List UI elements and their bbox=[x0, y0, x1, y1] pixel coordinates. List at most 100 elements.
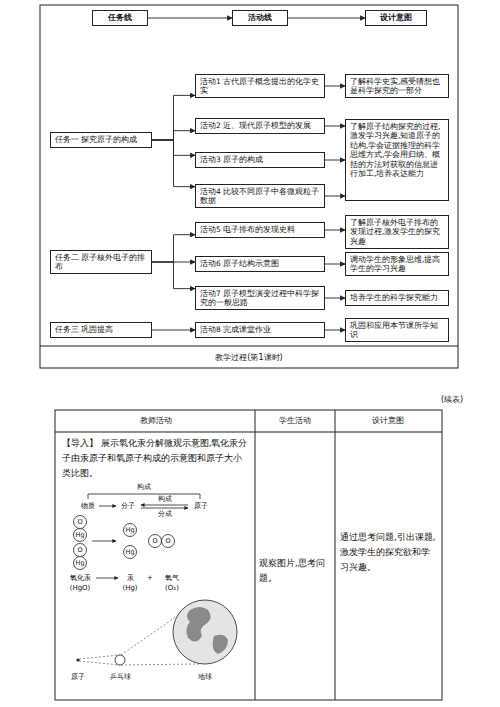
figure-label: 原子 bbox=[71, 673, 85, 682]
note: (续表) bbox=[441, 395, 463, 405]
box-text: 活动线 bbox=[237, 13, 283, 23]
box-text: 活动4 比较不同原子中各微观粒子数据 bbox=[200, 187, 320, 206]
table-cell: 【导入】 展示氧化汞分解微观示意图,氧化汞分子由汞原子和氧原子构成的示意图和原子… bbox=[62, 436, 250, 481]
figure-label: 乒乓球 bbox=[110, 673, 131, 682]
atom-circle bbox=[162, 535, 175, 548]
atom-symbol: O bbox=[77, 518, 82, 526]
connector-arrow bbox=[325, 196, 345, 197]
schema-label: 分成 bbox=[158, 510, 172, 518]
atom-symbol: O bbox=[77, 546, 82, 554]
box-text: 活动1 古代原子概念提出的化学史实 bbox=[200, 77, 320, 96]
arrow bbox=[99, 506, 116, 507]
atom-symbol: Hg bbox=[125, 548, 134, 556]
connector-arrow bbox=[325, 264, 345, 265]
process-box: 调动学生的形象思维,提高学生的学习兴趣 bbox=[345, 252, 449, 277]
column-header: 活动线 bbox=[232, 10, 288, 26]
figure-label: 地球 bbox=[198, 673, 212, 682]
box-text: 任务三 巩固提高 bbox=[55, 325, 147, 334]
table-rule bbox=[255, 410, 256, 700]
atom-circle bbox=[124, 546, 137, 559]
formula-label: (O₂) bbox=[165, 584, 179, 593]
table-header: 教师活动 bbox=[140, 416, 172, 426]
schema-label: 分子 bbox=[121, 502, 135, 511]
ping-pong-ball bbox=[115, 655, 125, 665]
table-cell: 通过思考问题,引出课题,激发学生的探究欲和学习兴趣。 bbox=[340, 530, 438, 575]
connector-arrow bbox=[325, 160, 345, 161]
connector-arrow bbox=[152, 140, 195, 187]
box-text: 活动8 完成课堂作业 bbox=[200, 325, 320, 334]
leader-line bbox=[121, 664, 200, 665]
atom-circles bbox=[74, 516, 175, 570]
connector-arrow bbox=[152, 95, 195, 140]
connector-arrow bbox=[148, 18, 232, 19]
process-box: 任务二 原子核外电子的排布 bbox=[50, 250, 152, 275]
process-box: 了解原子核外电子排布的发现过程,激发学生的探究兴趣 bbox=[345, 215, 449, 249]
formula-label: 汞 bbox=[127, 574, 134, 583]
column-header: 任务线 bbox=[92, 10, 148, 26]
atom-circle bbox=[124, 524, 137, 537]
arrow bbox=[141, 505, 188, 506]
leader-line bbox=[79, 661, 120, 665]
caption: 教学过程(第1课时) bbox=[215, 352, 282, 363]
box-text: 活动2 近、现代原子模型的发展 bbox=[200, 121, 320, 130]
process-box: 了解科学史实,感受猜想也是科学探究的一部分 bbox=[345, 74, 449, 99]
formula-label: 氧化汞 bbox=[70, 574, 91, 583]
atom-circle bbox=[74, 544, 87, 557]
process-box: 活动5 电子排布的发现史料 bbox=[195, 222, 325, 237]
box-text: 活动6 原子结构示意图 bbox=[200, 259, 320, 268]
earth bbox=[173, 600, 237, 664]
table-rule bbox=[335, 410, 336, 700]
process-box: 培养学生的科学探究能力 bbox=[345, 290, 449, 305]
bracket bbox=[88, 494, 200, 499]
formula-label: 氧气 bbox=[165, 574, 179, 583]
box-text: 任务二 原子核外电子的排布 bbox=[55, 253, 147, 272]
arrow bbox=[92, 541, 116, 542]
connector-arrow bbox=[288, 18, 365, 19]
atom-symbol: Hg bbox=[75, 559, 84, 567]
process-box: 活动3 原子的构成 bbox=[195, 152, 325, 167]
arrow bbox=[141, 508, 188, 509]
atom-symbol: O bbox=[152, 537, 157, 545]
table-cell: 观察图片,思考问题。 bbox=[259, 556, 331, 586]
column-header: 设计意图 bbox=[365, 10, 427, 26]
process-box: 巩固和应用本节课所学知识 bbox=[345, 318, 449, 343]
box-text: 设计意图 bbox=[370, 13, 422, 23]
connector-arrow bbox=[152, 330, 195, 331]
connector-arrow bbox=[325, 126, 345, 127]
box-text: 调动学生的形象思维,提高学生的学习兴趣 bbox=[350, 255, 444, 274]
process-box: 任务一 探究原子的构成 bbox=[50, 132, 152, 147]
arrow bbox=[96, 578, 118, 579]
process-box: 了解原子结构探究的过程,激发学习兴趣,知道原子的结构,学会证据推理的科学思维方式… bbox=[345, 119, 449, 201]
connector-arrow bbox=[152, 235, 195, 262]
process-box: 活动2 近、现代原子模型的发展 bbox=[195, 118, 325, 133]
connector-arrow bbox=[325, 298, 345, 299]
schema-label: 构成 bbox=[137, 483, 151, 492]
box-text: 了解原子核外电子排布的发现过程,激发学生的探究兴趣 bbox=[350, 218, 444, 246]
box-text: 活动7 原子模型演变过程中科学探究的一般思路 bbox=[200, 289, 320, 308]
box-text: 了解原子结构探究的过程,激发学习兴趣,知道原子的结构,学会证据推理的科学思维方式… bbox=[350, 122, 444, 178]
leader-line bbox=[79, 655, 120, 659]
process-box: 活动8 完成课堂作业 bbox=[195, 322, 325, 337]
box-text: 任务一 探究原子的构成 bbox=[55, 135, 147, 144]
box-text: 巩固和应用本节课所学知识 bbox=[350, 321, 444, 340]
connector-arrow bbox=[152, 131, 195, 140]
table-frame bbox=[55, 410, 442, 700]
continents bbox=[186, 607, 228, 654]
connector-arrow bbox=[152, 262, 195, 289]
connector-arrow bbox=[325, 230, 345, 231]
schema-label: 构成 bbox=[158, 495, 172, 503]
formula-label: (HgO) bbox=[70, 584, 91, 593]
formula-label: + bbox=[147, 574, 153, 583]
box-text: 任务线 bbox=[97, 13, 143, 23]
box-text: 活动5 电子排布的发现史料 bbox=[200, 225, 320, 234]
atom-circle bbox=[74, 516, 87, 529]
box-text: 了解科学史实,感受猜想也是科学探究的一部分 bbox=[350, 77, 444, 96]
table-header: 学生活动 bbox=[279, 416, 311, 426]
atom-symbol: Hg bbox=[75, 531, 84, 539]
connector-arrow bbox=[325, 330, 345, 331]
atom-circle bbox=[74, 557, 87, 570]
atom-symbol: Hg bbox=[125, 526, 134, 534]
process-box: 任务三 巩固提高 bbox=[50, 322, 152, 337]
connector-arrow bbox=[325, 86, 345, 87]
atom-circle bbox=[149, 535, 162, 548]
